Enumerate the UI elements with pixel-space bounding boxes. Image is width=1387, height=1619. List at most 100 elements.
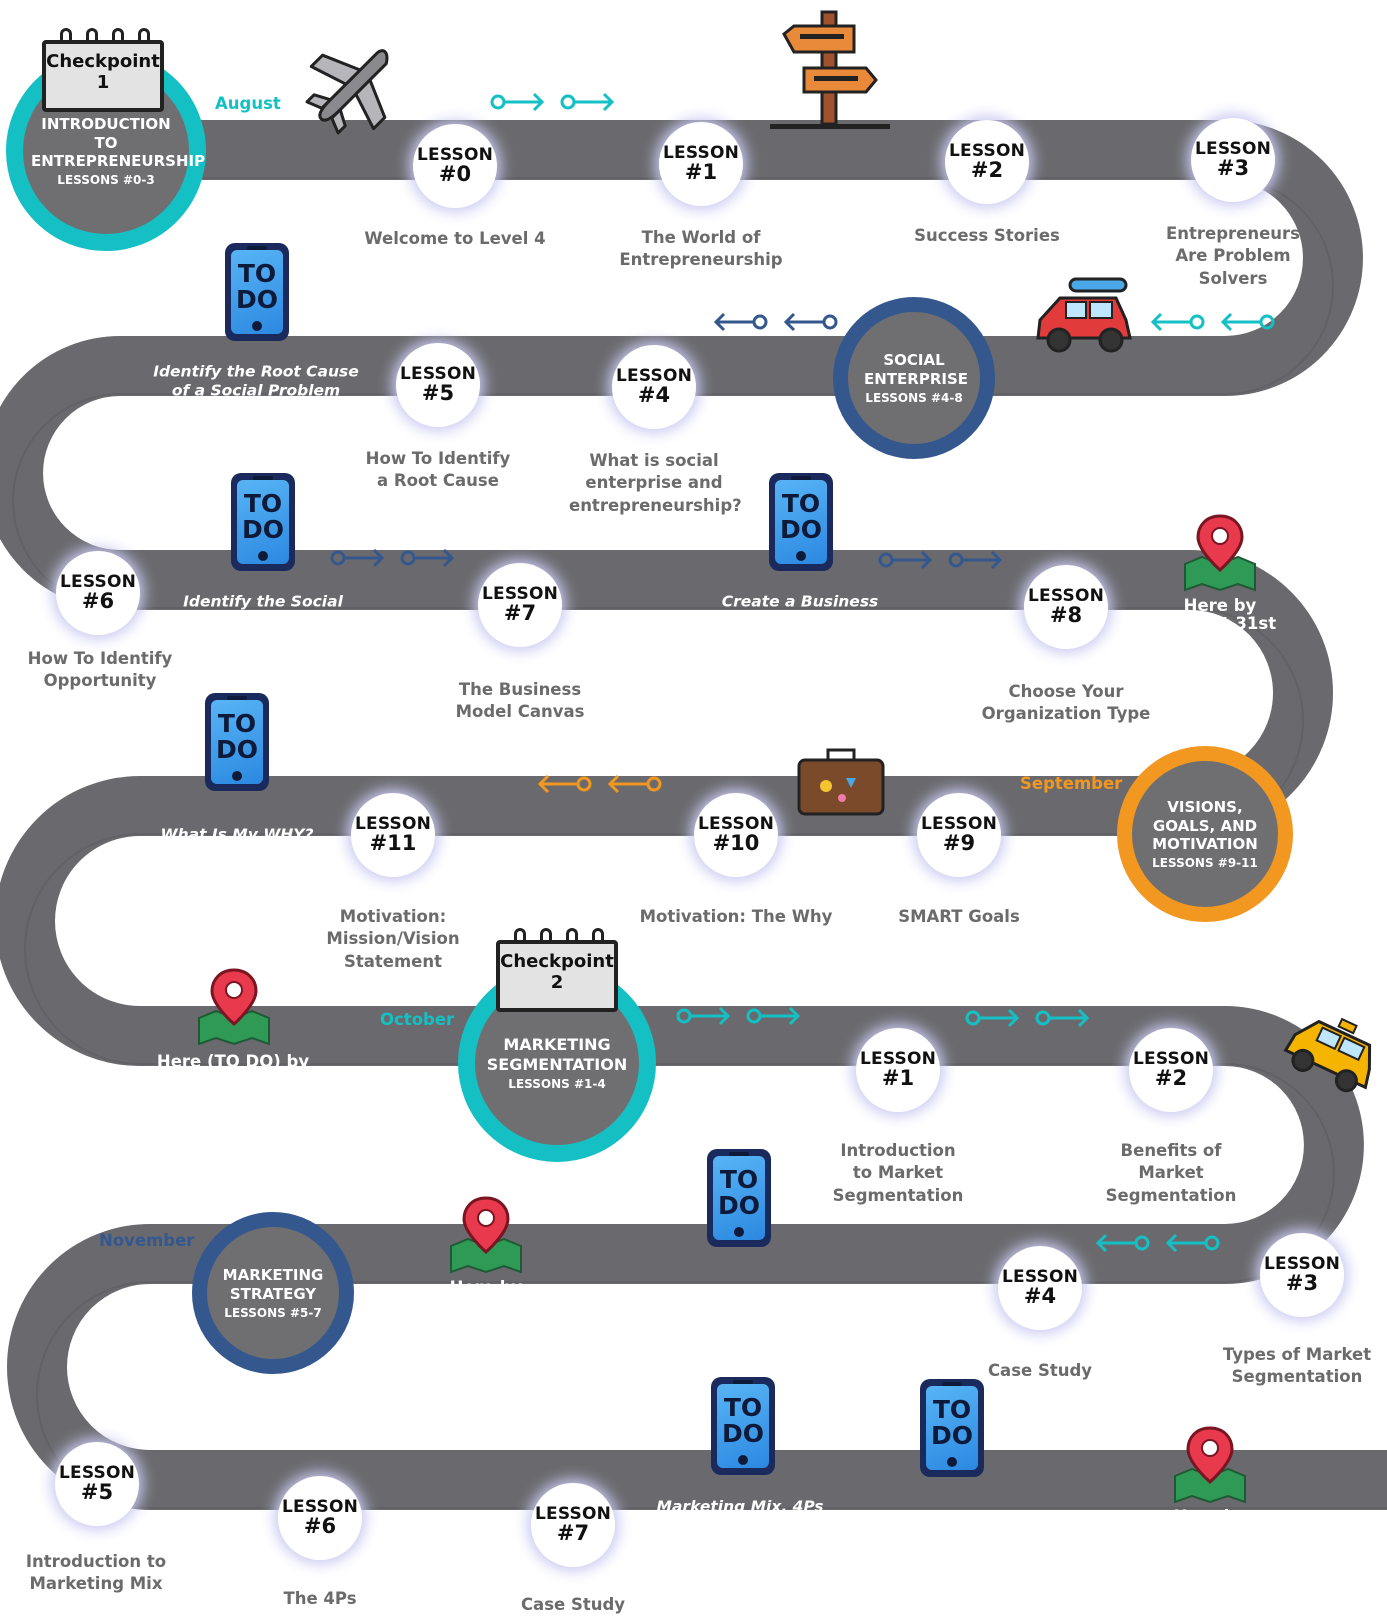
- lesson-node[interactable]: LESSON#5: [396, 343, 480, 427]
- task-label: What Is My WHY?: [160, 825, 314, 844]
- lesson-label: LESSON: [59, 571, 137, 592]
- lesson-number: #6: [303, 1513, 337, 1538]
- lesson-number: #4: [1023, 1283, 1057, 1308]
- map-pin-icon: [1174, 1426, 1246, 1504]
- unit-title: INTRODUCTION TO ENTREPRENEURSHIP: [31, 114, 206, 171]
- unit-circle: VISIONS, GOALS, AND MOTIVATION LESSONS #…: [1117, 746, 1293, 922]
- deadline-label: Here (TO DO) by September 30th: [156, 1052, 310, 1090]
- lesson-node[interactable]: LESSON#5: [55, 1442, 139, 1526]
- lesson-label: LESSON: [1001, 1266, 1079, 1287]
- lesson-number: #3: [1285, 1270, 1319, 1295]
- lesson-label: LESSON: [1194, 138, 1272, 159]
- map-pin-icon: [450, 1196, 522, 1274]
- lesson-label: LESSON: [1027, 585, 1105, 606]
- lesson-caption: Introduction to Marketing Mix: [25, 1552, 167, 1594]
- lesson-node[interactable]: LESSON#0: [413, 124, 497, 208]
- task-label: Meet with Cohort: [661, 1282, 813, 1301]
- lesson-label: LESSON: [58, 1462, 136, 1483]
- lesson-number: #11: [369, 830, 417, 855]
- lesson-node[interactable]: LESSON#7: [531, 1483, 615, 1567]
- lesson-caption: Success Stories: [914, 226, 1060, 245]
- unit-subtitle: LESSONS #9-11: [1152, 856, 1258, 871]
- unit-circle: SOCIAL ENTERPRISE LESSONS #4-8: [833, 297, 995, 459]
- lesson-node[interactable]: LESSON#4: [612, 345, 696, 429]
- unit-title: VISIONS, GOALS, AND MOTIVATION: [1152, 797, 1258, 854]
- checkpoint-number: 1: [96, 71, 110, 93]
- arrow-right-icon: [330, 548, 455, 568]
- checkpoint-title: Checkpoint: [46, 51, 160, 72]
- month-september: September: [1020, 774, 1123, 793]
- lesson-label: LESSON: [859, 1048, 937, 1069]
- lesson-label: LESSON: [534, 1503, 612, 1524]
- lesson-node[interactable]: LESSON#3: [1260, 1233, 1344, 1317]
- task-label: Marketing Mix, 4Ps and a TV Show: [656, 1497, 824, 1534]
- lesson-label: LESSON: [920, 813, 998, 834]
- deadline-label: Here by November 30th: [1138, 1507, 1282, 1545]
- lesson-caption: Benefits of Market Segmentation: [1105, 1141, 1237, 1205]
- lesson-number: #4: [637, 382, 671, 407]
- lesson-node[interactable]: LESSON#2: [1129, 1028, 1213, 1112]
- task-label: Meet with Cohort: [875, 1514, 1027, 1533]
- lesson-node[interactable]: LESSON#2: [945, 120, 1029, 204]
- arrow-right-icon: [965, 1008, 1090, 1028]
- lesson-label: LESSON: [1263, 1253, 1341, 1274]
- lesson-caption: The World of Entrepreneurship: [619, 228, 783, 270]
- lesson-caption: Choose Your Organization Type: [981, 682, 1151, 724]
- lesson-node[interactable]: LESSON#7: [478, 563, 562, 647]
- lesson-label: LESSON: [416, 144, 494, 165]
- month-november: November: [99, 1231, 195, 1250]
- lesson-node[interactable]: LESSON#6: [278, 1476, 362, 1560]
- lesson-label: LESSON: [948, 140, 1026, 161]
- lesson-number: #5: [421, 380, 455, 405]
- arrow-left-icon: [713, 312, 838, 332]
- lesson-node[interactable]: LESSON#1: [659, 122, 743, 206]
- lesson-label: LESSON: [697, 813, 775, 834]
- arrow-left-icon: [537, 774, 662, 794]
- unit-subtitle: LESSONS #5-7: [224, 1305, 322, 1320]
- lesson-node[interactable]: LESSON#6: [56, 551, 140, 635]
- map-pin-icon: [198, 968, 270, 1046]
- lesson-caption: SMART Goals: [898, 907, 1020, 926]
- taxi-icon: [1283, 1017, 1372, 1093]
- arrow-right-icon: [490, 92, 615, 112]
- lesson-caption: Case Study: [987, 1361, 1093, 1380]
- map-pin-icon: [1184, 514, 1256, 592]
- unit-title: MARKETING SEGMENTATION: [486, 1035, 628, 1074]
- task-label: Create a Business Model Canvas: [721, 592, 879, 629]
- car-icon: [1036, 277, 1132, 353]
- unit-subtitle: LESSONS #4-8: [865, 390, 963, 405]
- lesson-caption: Motivation: The Why: [639, 907, 833, 926]
- unit-subtitle: LESSONS #0-3: [57, 173, 155, 188]
- lesson-caption: What is social enterprise and entreprene…: [569, 451, 742, 515]
- lesson-label: LESSON: [1132, 1048, 1210, 1069]
- lesson-label: LESSON: [354, 813, 432, 834]
- lesson-caption: Types of Market Segmentation: [1222, 1345, 1372, 1387]
- lesson-node[interactable]: LESSON#8: [1024, 565, 1108, 649]
- month-august: August: [215, 94, 281, 113]
- lesson-caption: Motivation: Mission/Vision Statement: [326, 907, 460, 971]
- arrow-left-icon: [1150, 312, 1275, 332]
- lesson-label: LESSON: [615, 365, 693, 386]
- lesson-number: #1: [684, 159, 718, 184]
- lesson-caption: Introduction to Market Segmentation: [832, 1141, 964, 1205]
- unit-circle: MARKETING STRATEGY LESSONS #5-7: [192, 1212, 354, 1374]
- lesson-node[interactable]: LESSON#11: [351, 793, 435, 877]
- lesson-label: LESSON: [399, 363, 477, 384]
- lesson-number: #3: [1216, 155, 1250, 180]
- lesson-number: #9: [942, 830, 976, 855]
- lesson-node[interactable]: LESSON#4: [998, 1246, 1082, 1330]
- lesson-caption: Case Study: [520, 1595, 626, 1614]
- lesson-caption: Welcome to Level 4: [364, 229, 546, 248]
- lesson-node[interactable]: LESSON#3: [1191, 118, 1275, 202]
- deadline-label: Here by August 31st: [1163, 596, 1277, 634]
- unit-title: MARKETING STRATEGY: [222, 1266, 324, 1303]
- lesson-label: LESSON: [481, 583, 559, 604]
- lesson-node[interactable]: LESSON#10: [694, 793, 778, 877]
- lesson-caption: The Business Model Canvas: [455, 680, 585, 722]
- lesson-node[interactable]: LESSON#9: [917, 793, 1001, 877]
- lesson-node[interactable]: LESSON#1: [856, 1028, 940, 1112]
